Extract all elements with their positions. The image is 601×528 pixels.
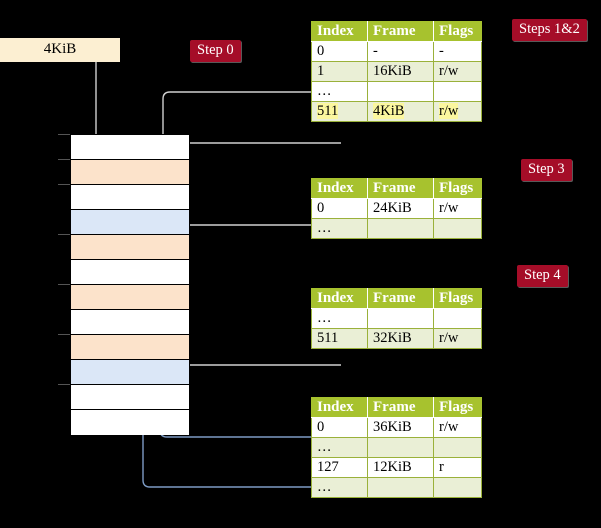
cell-frame: 16KiB (367, 61, 434, 82)
callout-4kib: 4KiB (0, 38, 120, 62)
column-header-index: Index (311, 397, 368, 418)
cell-index: 511 (311, 328, 368, 349)
cell-flags (433, 218, 482, 239)
column-header-index: Index (311, 288, 368, 309)
column-header-flags: Flags (433, 21, 482, 42)
table-row: … (311, 81, 482, 102)
cell-index: … (311, 437, 368, 458)
cell-frame: - (367, 41, 434, 62)
cell-flags (433, 437, 482, 458)
memory-scale-tick (58, 234, 70, 235)
cell-frame: 12KiB (367, 457, 434, 478)
memory-scale-tick (58, 384, 70, 385)
memory-frame-row (71, 410, 189, 435)
column-header-flags: Flags (433, 178, 482, 199)
memory-scale-tick (58, 159, 70, 160)
column-header-index: Index (311, 21, 368, 42)
memory-scale-tick (58, 334, 70, 335)
memory-frame-row (71, 285, 189, 310)
cell-flags: r/w (433, 101, 482, 122)
column-header-frame: Frame (367, 178, 434, 199)
cell-flags (433, 308, 482, 329)
memory-frame-row (71, 360, 189, 385)
memory-scale-tick (58, 134, 70, 135)
memory-frame-row (71, 385, 189, 410)
cell-flags: r/w (433, 417, 482, 438)
column-header-flags: Flags (433, 288, 482, 309)
cell-flags (433, 81, 482, 102)
cell-frame: 4KiB (367, 101, 434, 122)
cell-index: … (311, 477, 368, 498)
cell-flags: r (433, 457, 482, 478)
badge-step-0: Step 0 (190, 40, 241, 62)
memory-scale-tick (58, 284, 70, 285)
cell-flags: r/w (433, 61, 482, 82)
memory-frame-row (71, 135, 189, 160)
cell-frame (367, 81, 434, 102)
column-header-flags: Flags (433, 397, 482, 418)
badge-steps-1-2: Steps 1&2 (512, 19, 587, 41)
cell-flags (433, 477, 482, 498)
physical-memory-column (70, 134, 190, 435)
cell-frame (367, 218, 434, 239)
memory-frame-row (71, 260, 189, 285)
table-row: … (311, 437, 482, 458)
cell-index: 1 (311, 61, 368, 82)
table-row: … (311, 218, 482, 239)
column-header-frame: Frame (367, 288, 434, 309)
cell-flags: - (433, 41, 482, 62)
cell-index: 0 (311, 417, 368, 438)
column-header-index: Index (311, 178, 368, 199)
cell-index: … (311, 81, 368, 102)
cell-index: 511 (311, 101, 368, 122)
memory-frame-row (71, 235, 189, 260)
memory-scale-tick (58, 184, 70, 185)
memory-frame-row (71, 310, 189, 335)
cell-frame (367, 308, 434, 329)
cell-index: … (311, 308, 368, 329)
cell-flags: r/w (433, 198, 482, 219)
table-row: … (311, 308, 482, 329)
table-row: … (311, 477, 482, 498)
cell-frame: 32KiB (367, 328, 434, 349)
memory-frame-row (71, 335, 189, 360)
cell-frame: 36KiB (367, 417, 434, 438)
cell-flags: r/w (433, 328, 482, 349)
cell-frame: 24KiB (367, 198, 434, 219)
badge-step-3: Step 3 (521, 159, 572, 181)
cell-index: 0 (311, 41, 368, 62)
column-header-frame: Frame (367, 21, 434, 42)
memory-frame-row (71, 160, 189, 185)
cell-index: 0 (311, 198, 368, 219)
cell-index: 127 (311, 457, 368, 478)
table-row: 0-- (311, 41, 482, 62)
cell-frame (367, 437, 434, 458)
cell-index: … (311, 218, 368, 239)
cell-frame (367, 477, 434, 498)
memory-frame-row (71, 185, 189, 210)
wire-l4-row511-to-frame (174, 142, 341, 162)
memory-frame-row (71, 210, 189, 235)
badge-step-4: Step 4 (517, 265, 568, 287)
column-header-frame: Frame (367, 397, 434, 418)
